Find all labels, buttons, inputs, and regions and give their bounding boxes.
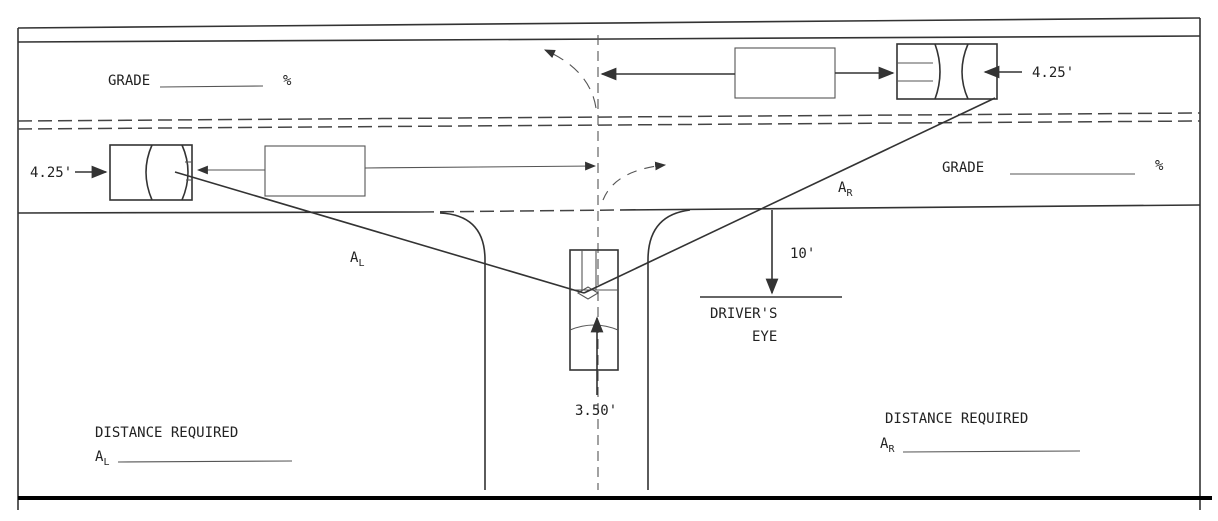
distance-left-symbol: AL — [95, 449, 109, 468]
sight-line-left-label: AL — [350, 250, 364, 269]
left-vehicle — [109, 144, 193, 201]
sight-line-left — [174, 171, 585, 294]
turn-arrows — [543, 49, 667, 201]
sight-line-right-label: AR — [838, 180, 853, 199]
distance-right-blank — [902, 450, 1081, 453]
left-vehicle-height: 4.25' — [30, 165, 72, 181]
grade-right-label: GRADE — [942, 160, 984, 176]
center-vehicle — [569, 249, 619, 371]
grade-left-blank — [159, 85, 264, 88]
road — [17, 35, 1201, 490]
right-vehicle — [896, 43, 998, 100]
grade-right-unit: % — [1155, 158, 1164, 174]
distance-left-label: DISTANCE REQUIRED — [95, 425, 238, 441]
distance-right-label: DISTANCE REQUIRED — [885, 411, 1028, 427]
distance-left-blank — [117, 460, 293, 463]
eye-height-label: 3.50' — [575, 403, 617, 419]
right-gap-box — [734, 47, 836, 99]
frame — [17, 17, 1212, 510]
drivers-eye-label-1: DRIVER'S — [710, 306, 777, 322]
grade-left-label: GRADE — [108, 73, 150, 89]
right-vehicle-height: 4.25' — [1032, 65, 1074, 81]
left-gap-box — [264, 145, 366, 197]
drivers-eye-label-2: EYE — [752, 329, 777, 345]
left-gap-arrow-center — [364, 161, 597, 171]
curbs — [439, 209, 691, 490]
setback-label: 10' — [790, 246, 815, 262]
sight-line-right — [583, 97, 996, 294]
grade-left-unit: % — [283, 73, 292, 89]
distance-right-symbol: AR — [880, 436, 895, 455]
